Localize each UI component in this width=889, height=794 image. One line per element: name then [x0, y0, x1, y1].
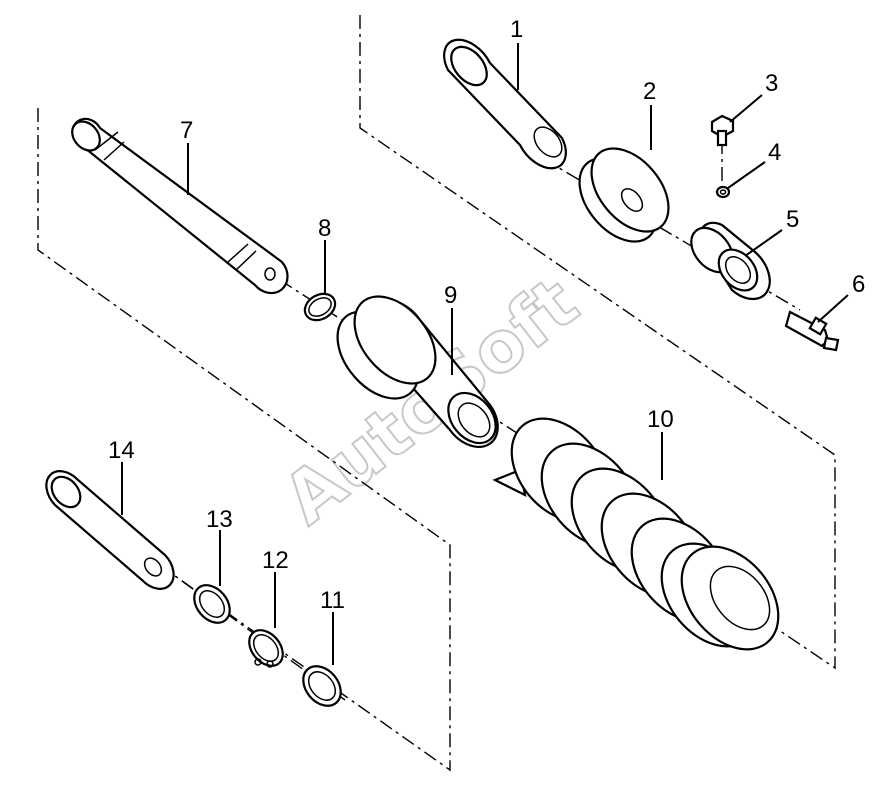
- part-5-collar: [690, 221, 771, 301]
- part-3-bolt: [710, 114, 735, 147]
- part-10-coil-spring: [492, 417, 780, 651]
- callout-8: 8: [318, 215, 331, 242]
- part-6-grease-fitting: [784, 310, 840, 352]
- leader-lines: [121, 43, 849, 665]
- callout-11: 11: [320, 587, 345, 614]
- callout-7: 7: [180, 117, 193, 144]
- callout-1: 1: [510, 16, 523, 43]
- part-11-ring: [302, 665, 342, 707]
- part-1-sleeve: [443, 38, 567, 170]
- callout-4: 4: [768, 139, 781, 166]
- callout-3: 3: [765, 70, 778, 97]
- callout-13: 13: [206, 506, 233, 533]
- part-7-shaft: [71, 117, 289, 295]
- callout-6: 6: [852, 271, 865, 298]
- callout-10: 10: [647, 406, 674, 433]
- callout-12: 12: [262, 547, 289, 574]
- part-4-lock-washer: [715, 185, 731, 199]
- part-8-o-ring: [303, 292, 337, 322]
- part-9-flanged-bushing: [336, 295, 499, 448]
- callout-labels: 1 2 3 4 5 6 7 8 9 10 11 12 13 14: [108, 16, 865, 614]
- part-13-washer-ring: [193, 584, 231, 624]
- part-12-snap-ring: [248, 629, 284, 668]
- callout-14: 14: [108, 437, 135, 464]
- part-14-pin: [45, 470, 175, 590]
- callout-5: 5: [786, 206, 799, 233]
- callout-2: 2: [643, 78, 656, 105]
- part-2-washer: [578, 147, 670, 243]
- callout-9: 9: [444, 282, 457, 309]
